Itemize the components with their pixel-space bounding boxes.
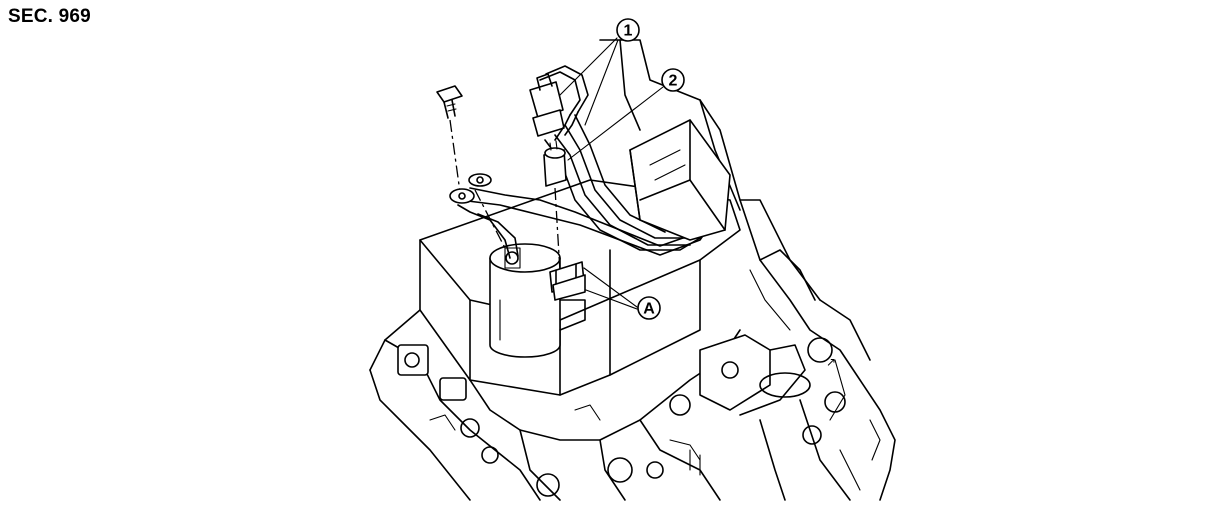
- section-label: SEC. 969: [8, 6, 91, 27]
- callout-2: 2: [661, 68, 685, 92]
- callout-1-label: 1: [624, 23, 633, 40]
- connector-box: [629, 119, 731, 241]
- connector-1: [529, 65, 589, 141]
- callout-leaders: [559, 37, 664, 310]
- housing-mark: ↗: [826, 355, 836, 369]
- ground-screw: [436, 85, 506, 249]
- valve-body: [369, 179, 811, 501]
- clips: [549, 261, 586, 301]
- callout-a-label: A: [643, 301, 655, 318]
- callout-1: 1: [616, 18, 640, 42]
- solenoid: [489, 243, 586, 358]
- callout-2-label: 2: [669, 73, 678, 90]
- callout-a: A: [637, 296, 661, 320]
- transmission-housing: ↗: [599, 39, 896, 501]
- connector-2: [543, 140, 567, 273]
